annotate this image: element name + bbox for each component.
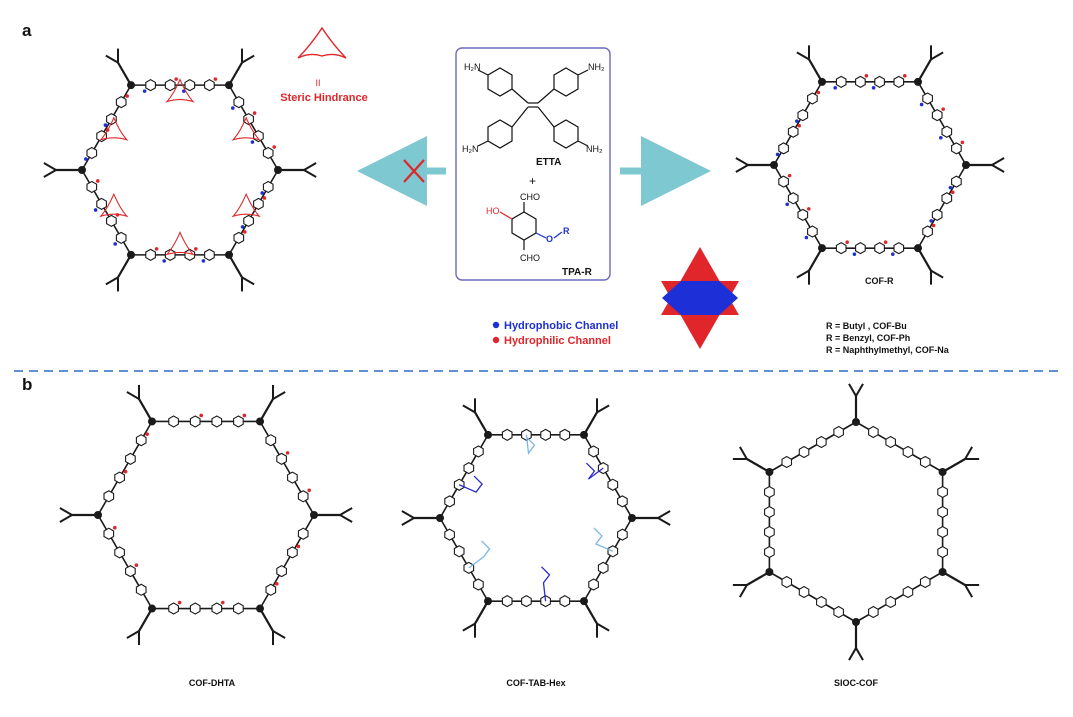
r-variant-butyl: R = Butyl , COF-Bu	[826, 321, 907, 331]
hydrophobic-legend-label: Hydrophobic Channel	[504, 320, 618, 332]
r-variant-benzyl: R = Benzyl, COF-Ph	[826, 333, 910, 343]
panel-label-a: a	[22, 21, 32, 40]
sioc-cof-label: SIOC-COF	[834, 678, 879, 688]
tpa-r-structure	[499, 202, 563, 250]
etta-amine-bottom-right: NH₂	[586, 144, 603, 154]
etta-structure	[477, 67, 589, 149]
hydrophobic-legend-dot	[492, 321, 500, 329]
tpa-cho-top: CHO	[520, 192, 540, 202]
tpa-hydroxyl: HO	[486, 206, 500, 216]
hydrophilic-legend-label: Hydrophilic Channel	[504, 335, 611, 347]
cof-framework-hindered	[43, 48, 317, 292]
panel-label-b: b	[22, 375, 32, 394]
reagent-box	[455, 47, 611, 281]
cof-tab-hex-framework	[401, 398, 671, 638]
cross-mark-icon	[403, 159, 425, 183]
sioc-cof-framework	[732, 383, 980, 661]
steric-hindrance-icon	[297, 26, 347, 59]
cof-tab-hex-label: COF-TAB-Hex	[506, 678, 565, 688]
cof-dhta-label: COF-DHTA	[189, 678, 236, 688]
channel-star-icon	[661, 247, 739, 349]
cof-r-label: COF-R	[865, 276, 894, 286]
steric-hindrance-label: Steric Hindrance	[280, 92, 367, 104]
cof-r-framework	[735, 45, 1005, 285]
cof-dhta-framework	[59, 384, 353, 646]
etta-amine-top-right: NH₂	[588, 62, 605, 72]
r-variant-naphthylmethyl: R = Naphthylmethyl, COF-Na	[826, 345, 950, 355]
tpa-r-group: R	[563, 226, 570, 236]
steric-symbol: II	[315, 78, 320, 88]
etta-amine-bottom-left: H₂N	[462, 144, 479, 154]
tpa-ether-oxygen: O	[546, 234, 553, 244]
hydrophilic-legend-dot	[492, 336, 500, 344]
tpa-cho-bottom: CHO	[520, 253, 540, 263]
plus-sign: +	[529, 174, 536, 188]
etta-amine-top-left: H₂N	[464, 62, 481, 72]
etta-label: ETTA	[536, 157, 561, 168]
tpa-r-label: TPA-R	[562, 267, 593, 278]
